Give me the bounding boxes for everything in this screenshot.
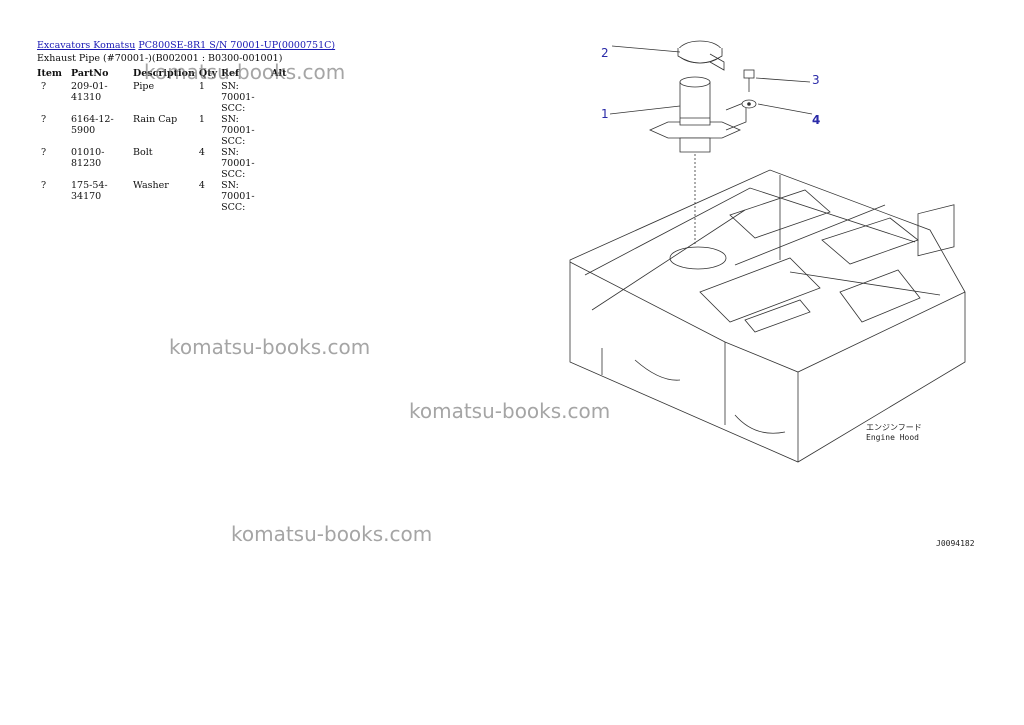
cell-qty: 4	[198, 147, 205, 158]
cell-description: Bolt	[133, 147, 153, 158]
cell-item: ?	[41, 114, 47, 125]
table-row: ? 01010-81230 Bolt 4 SN: 70001-SCC:	[35, 147, 293, 180]
cell-alt	[269, 147, 293, 180]
header-alt: Alt	[271, 68, 287, 79]
table-row: ? 175-54-34170 Washer 4 SN: 70001-SCC:	[35, 180, 293, 213]
caption-english: Engine Hood	[866, 433, 919, 442]
watermark: komatsu-books.com	[144, 60, 346, 84]
cell-alt	[269, 81, 293, 114]
callout-leaders	[609, 45, 813, 115]
header-ref: Ref	[221, 68, 240, 79]
cell-description: Rain Cap	[133, 114, 178, 125]
watermark: komatsu-books.com	[231, 522, 433, 546]
table-row: ? 209-01-41310 Pipe 1 SN: 70001-SCC:	[35, 81, 293, 114]
cell-partno: 01010-81230	[71, 147, 105, 169]
callout-3: 3	[812, 73, 820, 87]
breadcrumb-link-model[interactable]: PC800SE-8R1 S/N 70001-UP(0000751C)	[138, 40, 336, 51]
page-subtitle: Exhaust Pipe (#70001-)(B002001 : B0300-0…	[37, 53, 283, 64]
table-row: ? 6164-12-5900 Rain Cap 1 SN: 70001-SCC:	[35, 114, 293, 147]
bolt-and-washer-part	[741, 69, 757, 109]
exhaust-pipe-part	[649, 76, 747, 246]
engine-hood-drawing	[569, 169, 966, 463]
header-item: Item	[37, 68, 62, 79]
cell-item: ?	[41, 180, 47, 191]
header-partno: PartNo	[71, 68, 109, 79]
caption-japanese: エンジンフード	[866, 423, 922, 432]
exhaust-pipe-diagram: 2 1 3 4 エンジンフード Engine Hood J0094182	[569, 40, 975, 548]
watermark: komatsu-books.com	[169, 335, 371, 359]
table-header-row: Item PartNo Description Qty Ref Alt	[35, 66, 293, 81]
cell-partno: 175-54-34170	[71, 180, 108, 202]
cell-description: Pipe	[133, 81, 155, 92]
cell-ref: SN: 70001-SCC:	[221, 147, 255, 180]
cell-alt	[269, 114, 293, 147]
cell-qty: 1	[198, 81, 205, 92]
breadcrumb-link-excavators[interactable]: Excavators Komatsu	[37, 40, 136, 51]
header-qty: Qty	[198, 68, 218, 79]
cell-item: ?	[41, 81, 47, 92]
cell-partno: 209-01-41310	[71, 81, 108, 103]
breadcrumb: Excavators Komatsu PC800SE-8R1 S/N 70001…	[37, 40, 335, 51]
parts-table: Item PartNo Description Qty Ref Alt ? 20…	[35, 66, 293, 213]
header-description: Description	[133, 68, 195, 79]
cell-ref: SN: 70001-SCC:	[221, 114, 255, 147]
cell-ref: SN: 70001-SCC:	[221, 180, 255, 213]
cell-qty: 1	[198, 114, 205, 125]
cell-description: Washer	[133, 180, 169, 191]
watermark: komatsu-books.com	[409, 399, 611, 423]
drawing-code: J0094182	[936, 539, 975, 548]
cell-alt	[269, 180, 293, 213]
cell-ref: SN: 70001-SCC:	[221, 81, 255, 114]
cell-item: ?	[41, 147, 47, 158]
rain-cap-part	[677, 40, 725, 71]
cell-qty: 4	[198, 180, 205, 191]
callout-2: 2	[601, 46, 609, 60]
callout-1: 1	[601, 107, 609, 121]
cell-partno: 6164-12-5900	[71, 114, 114, 136]
callout-4: 4	[812, 113, 820, 127]
